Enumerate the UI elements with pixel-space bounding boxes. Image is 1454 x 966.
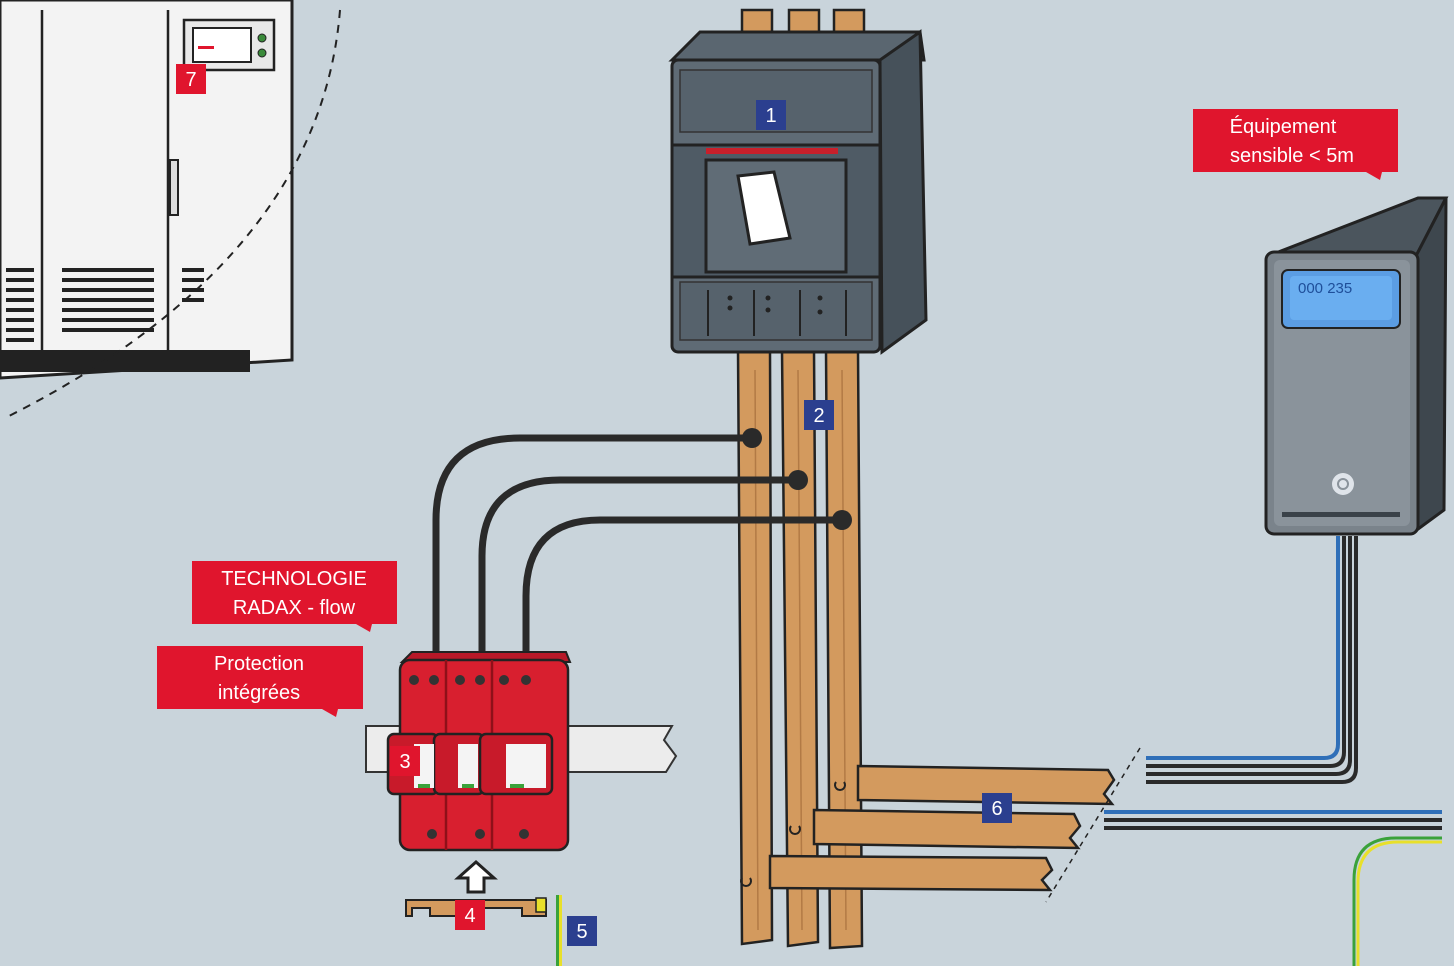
marker-6: 6 — [982, 793, 1012, 823]
marker-7: 7 — [176, 64, 206, 94]
callout-sensitive-line2: sensible < 5m — [1230, 145, 1354, 167]
svg-text:6: 6 — [991, 798, 1002, 820]
earth-conductor — [556, 895, 562, 966]
svg-text:2: 2 — [813, 405, 824, 427]
marker-4: 4 — [455, 900, 485, 930]
callout-technology-line2: RADAX - flow — [233, 597, 356, 619]
up-arrow-icon — [454, 859, 498, 894]
svg-text:1: 1 — [765, 105, 776, 127]
equipment-earth — [1352, 836, 1442, 966]
equipment-cables — [1104, 536, 1442, 830]
svg-text:5: 5 — [576, 921, 587, 943]
marker-3: 3 — [390, 746, 420, 776]
equipment-display-value: 000 235 — [1298, 280, 1352, 297]
sensitive-equipment: 000 235 — [1264, 196, 1449, 536]
svg-text:3: 3 — [399, 751, 410, 773]
callout-sensitive-equipment: Équipement sensible < 5m — [1193, 109, 1398, 180]
connection-cables — [432, 434, 840, 655]
callout-sensitive-line1: Équipement — [1230, 115, 1337, 138]
connection-points — [742, 428, 852, 530]
svg-text:4: 4 — [464, 905, 475, 927]
svg-text:7: 7 — [185, 69, 196, 91]
callout-protection: Protection intégrées — [157, 646, 363, 717]
marker-2: 2 — [804, 400, 834, 430]
horizontal-busbars — [768, 747, 1141, 903]
callout-protection-line1: Protection — [214, 653, 304, 675]
marker-1: 1 — [756, 100, 786, 130]
callout-technology: TECHNOLOGIE RADAX - flow — [192, 561, 397, 632]
circuit-breaker — [668, 29, 928, 355]
marker-5: 5 — [567, 916, 597, 946]
callout-technology-line1: TECHNOLOGIE — [221, 568, 367, 590]
cabinet-inset — [0, 0, 341, 420]
callout-protection-line2: intégrées — [218, 682, 300, 704]
surge-protection-device — [386, 651, 572, 852]
